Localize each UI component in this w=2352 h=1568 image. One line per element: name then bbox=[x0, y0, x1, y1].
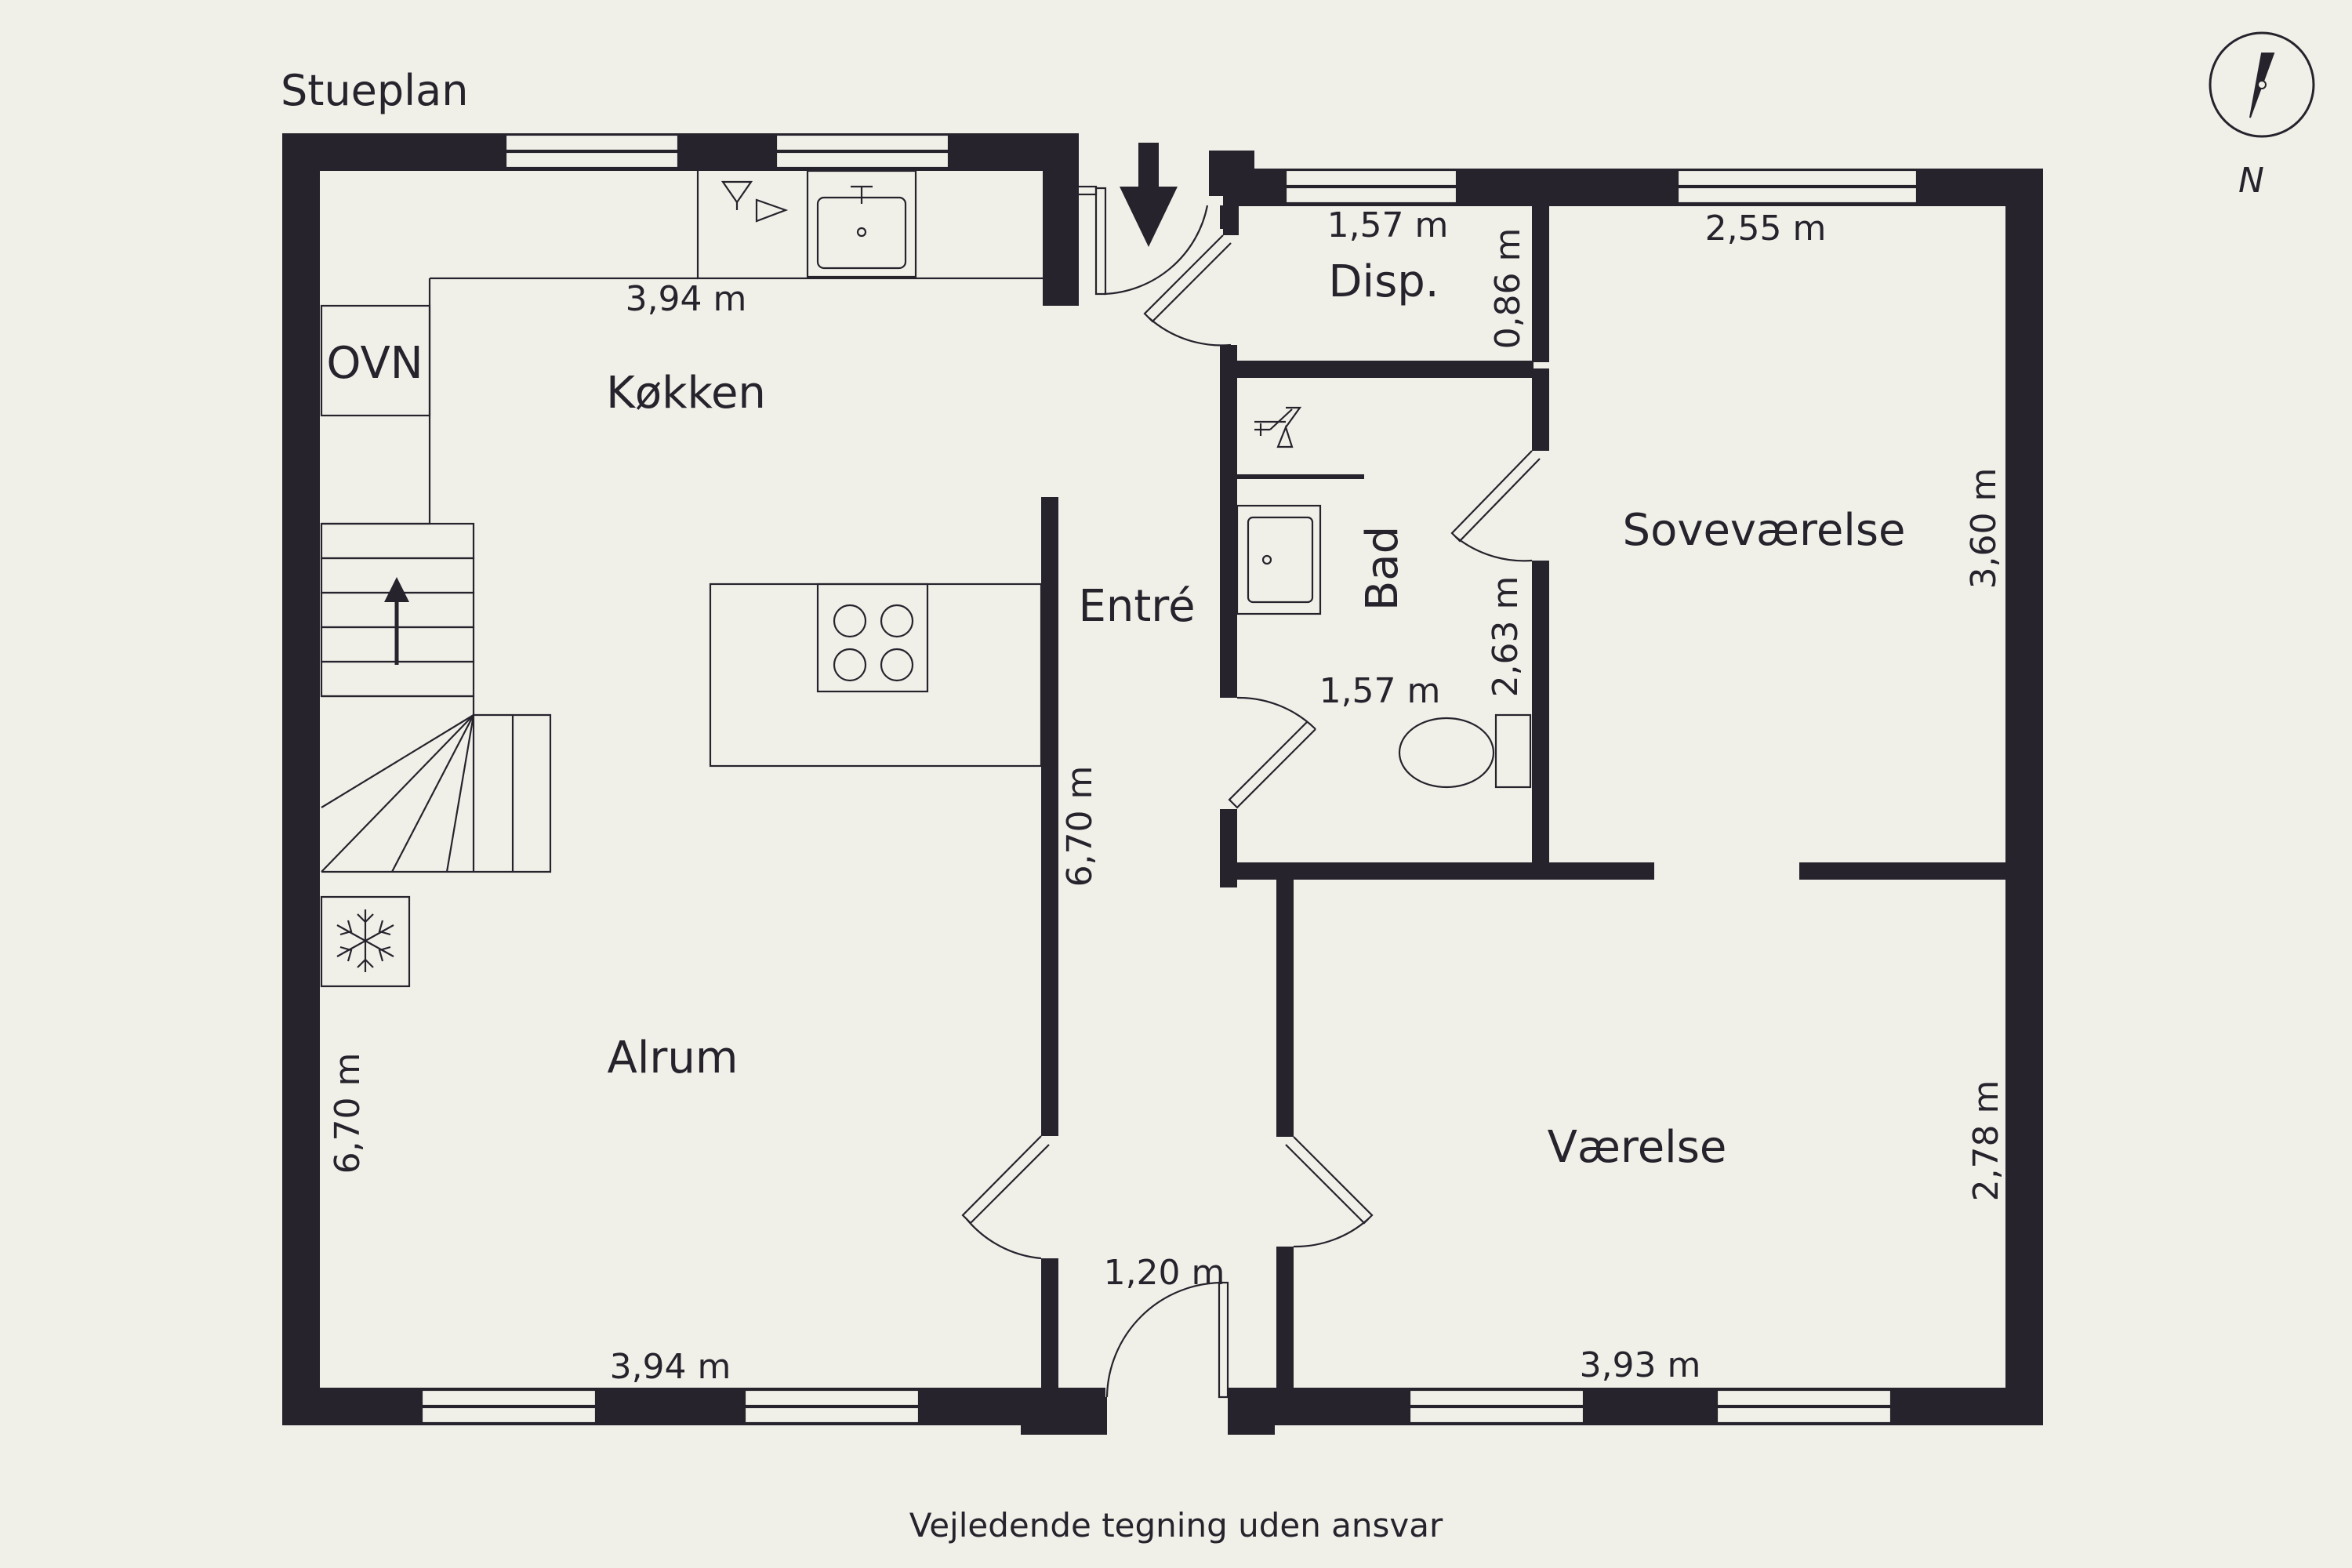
bath-fixtures bbox=[1232, 406, 1532, 789]
dim-west-length: 6,70 m bbox=[328, 1053, 368, 1174]
oven-label: OVN bbox=[326, 338, 423, 389]
washbasin-icon bbox=[1236, 504, 1322, 615]
toilet-icon bbox=[1398, 713, 1532, 789]
dim-sove-width: 2,55 m bbox=[1705, 209, 1827, 249]
kitchen-fixtures bbox=[320, 169, 1043, 988]
room-bad: Bad bbox=[1357, 526, 1408, 611]
doors bbox=[961, 185, 1541, 1399]
dim-alrum-width: 3,94 m bbox=[610, 1347, 731, 1387]
entrance-arrow-icon bbox=[1120, 143, 1178, 247]
dim-kitchen-width: 3,94 m bbox=[626, 279, 747, 319]
page-title: Stueplan bbox=[281, 66, 469, 115]
stairs bbox=[320, 522, 552, 873]
room-alrum: Alrum bbox=[608, 1033, 739, 1083]
dim-vaerelse-depth: 2,78 m bbox=[1966, 1080, 2006, 1202]
disclaimer-footer: Vejledende tegning uden ansvar bbox=[909, 1506, 1443, 1544]
sink-icon bbox=[806, 169, 917, 278]
windows bbox=[420, 133, 1918, 1425]
stairs-arrow-icon bbox=[384, 577, 409, 665]
dim-vaerelse-width: 3,93 m bbox=[1580, 1345, 1701, 1385]
freezer-icon bbox=[320, 895, 411, 988]
compass-label: N bbox=[2238, 161, 2264, 201]
dim-disp-depth: 0,86 m bbox=[1488, 228, 1528, 350]
compass-icon bbox=[2209, 31, 2315, 138]
room-vaerelse: Værelse bbox=[1548, 1122, 1727, 1173]
dim-sove-depth: 3,60 m bbox=[1964, 468, 2004, 590]
dim-bad-depth: 2,63 m bbox=[1486, 576, 1526, 698]
faucet-icon bbox=[720, 180, 789, 223]
dim-bad-width: 1,57 m bbox=[1319, 671, 1441, 711]
dim-entre-length: 6,70 m bbox=[1060, 766, 1100, 887]
room-kokken: Køkken bbox=[606, 368, 766, 419]
room-entre: Entré bbox=[1078, 581, 1195, 632]
shower-icon bbox=[1254, 406, 1302, 448]
room-sovevaerelse: Soveværelse bbox=[1623, 505, 1906, 556]
dim-entrance-width: 1,20 m bbox=[1104, 1253, 1225, 1293]
hob-icon bbox=[816, 583, 929, 693]
room-disp: Disp. bbox=[1328, 256, 1439, 307]
dim-disp-width: 1,57 m bbox=[1327, 205, 1449, 245]
